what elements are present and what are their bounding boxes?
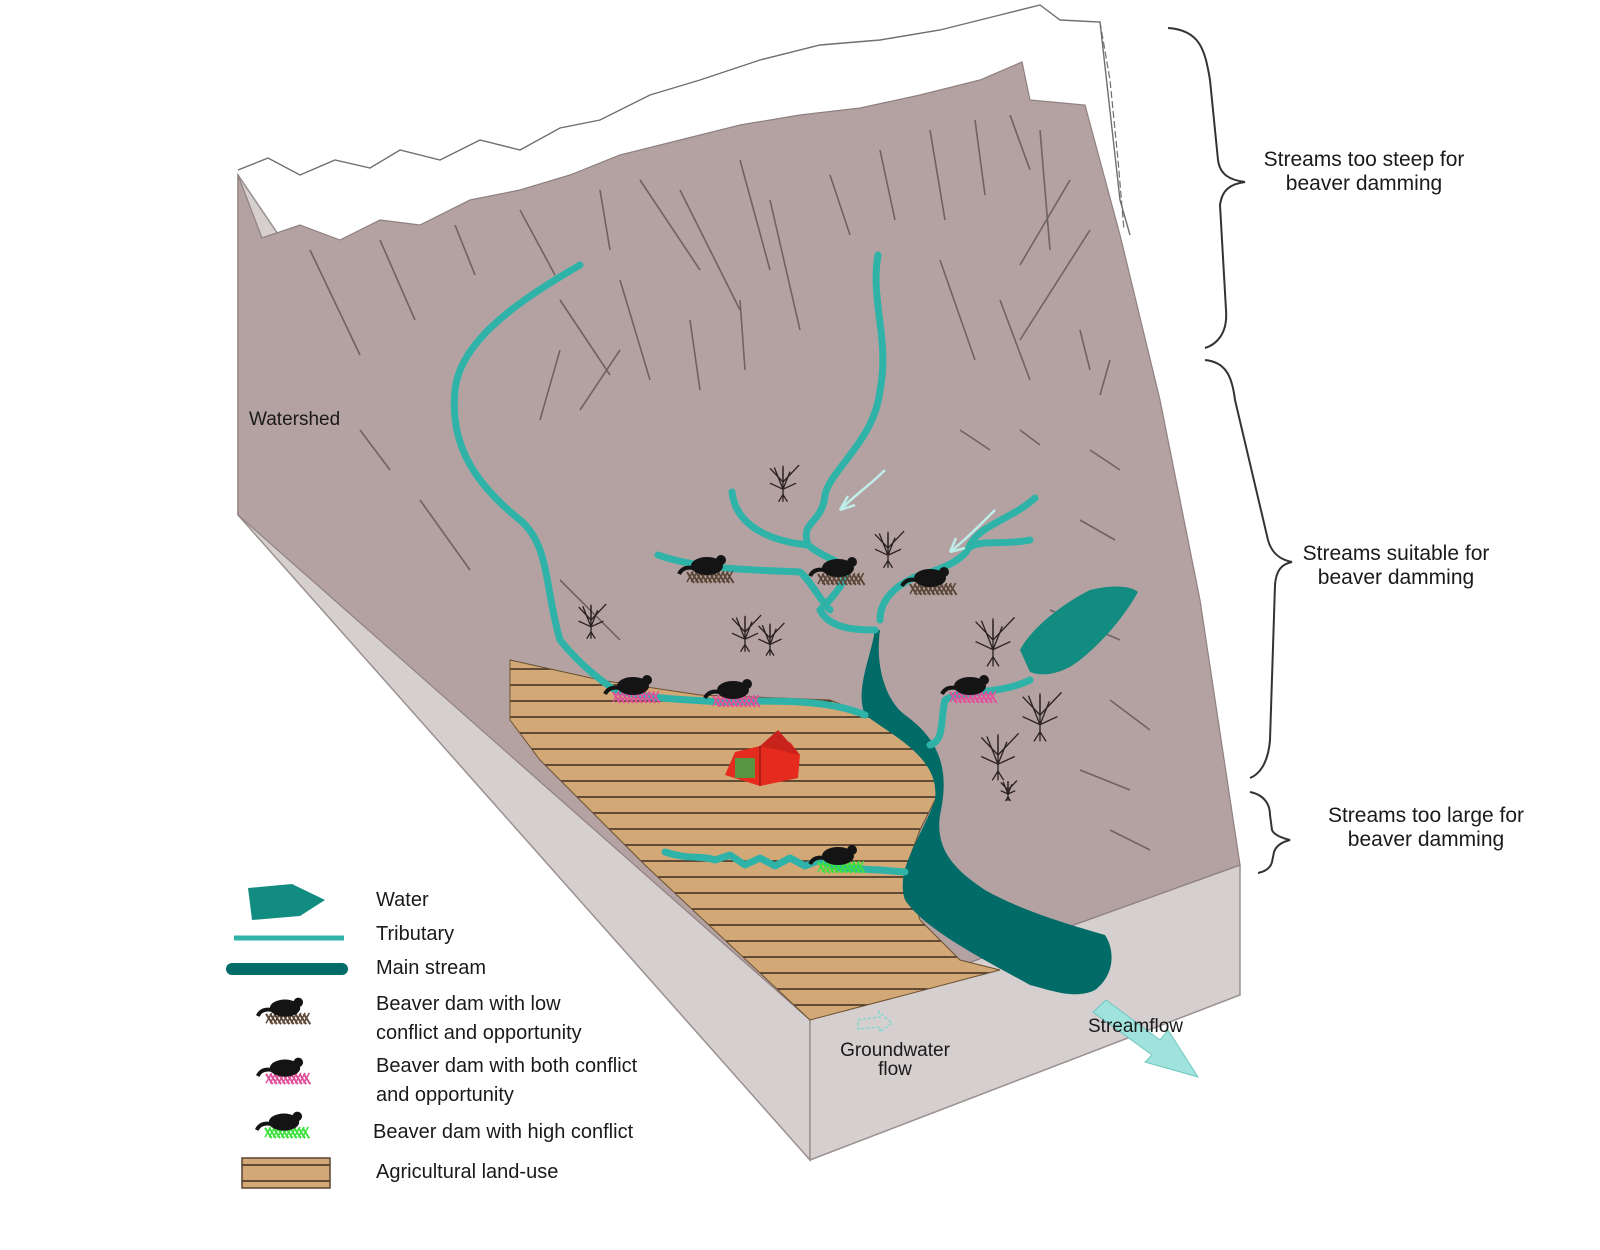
groundwater-line2: flow [878,1059,912,1080]
zone-steep-line1: Streams too steep for [1263,148,1465,171]
legend-dam-low-line2: conflict and opportunity [376,1022,582,1044]
tree-icon [1022,691,1062,742]
mountain-right-edge [1099,21,1125,231]
zone-label-steep: Streams too steep for beaver damming [1214,148,1514,196]
legend-dam-low-line1: Beaver dam with low [376,993,561,1015]
legend-dam-both-line1: Beaver dam with both conflict [376,1055,638,1077]
beaver-dam-icon [940,675,998,704]
zone-steep-line2: beaver damming [1285,172,1443,195]
flow-arrows [838,469,996,554]
zone-suitable-line2: beaver damming [1317,566,1475,589]
beaver-dam-icon [256,997,312,1025]
groundwater-line1: Groundwater [840,1040,950,1061]
tree-icon [769,464,800,503]
legend-tributary-label: Tributary [376,923,455,945]
zone-large-line1: Streams too large for [1327,804,1525,827]
main-stream [861,630,1112,995]
tributaries [450,251,1039,876]
zone-large-line2: beaver damming [1347,828,1505,851]
mountain-outline [237,4,1131,236]
beaver-dam-icon [703,679,761,708]
legend-dam-icons [255,997,312,1139]
legend-agri-label: Agricultural land-use [376,1161,559,1183]
legend-main-stream-label: Main stream [376,957,487,979]
beaver-dams [603,555,998,874]
legend-agri-icon [241,1157,331,1189]
legend-dam-high-label: Beaver dam with high conflict [373,1121,634,1143]
farmhouse [725,730,800,786]
beaver-dam-icon [900,567,958,596]
streamflow-label: Streamflow [1088,1016,1184,1037]
beaver-dam-icon [677,555,735,584]
legend-water-label: Water [376,889,429,911]
terrain-surface [237,61,1241,1021]
zone-suitable-line1: Streams suitable for [1302,542,1490,565]
tree-icon [1000,780,1018,802]
beaver-dam-icon [603,675,661,704]
tree-icon [578,603,607,640]
legend-water-icon [248,884,325,920]
beaver-dam-icon [255,1111,311,1139]
zone-braces [1167,27,1293,874]
legend-dam-both-label: Beaver dam with both conflict and opport… [376,1052,637,1110]
tree-icon [874,530,905,569]
groundwater-label: Groundwater flow [830,1041,960,1079]
tree-icon [731,614,762,653]
groundwater-arrow-icon [857,1010,894,1034]
zone-label-suitable: Streams suitable for beaver damming [1246,542,1546,590]
beaver-dam-icon [256,1057,312,1085]
legend-dam-low-label: Beaver dam with low conflict and opportu… [376,990,582,1048]
beaver-dam-icon [808,845,866,874]
legend-dam-both-line2: and opportunity [376,1084,514,1106]
tree-icon [980,732,1020,781]
tree-icon [975,616,1015,667]
trees [578,464,1062,802]
zone-label-large: Streams too large for beaver damming [1276,804,1576,852]
streamflow-arrow-icon [1092,999,1200,1078]
watershed-label: Watershed [249,409,341,430]
beaver-dam-icon [808,557,866,586]
legend-symbols [226,884,348,1189]
reservoir [1020,586,1138,675]
tree-icon [757,622,785,656]
